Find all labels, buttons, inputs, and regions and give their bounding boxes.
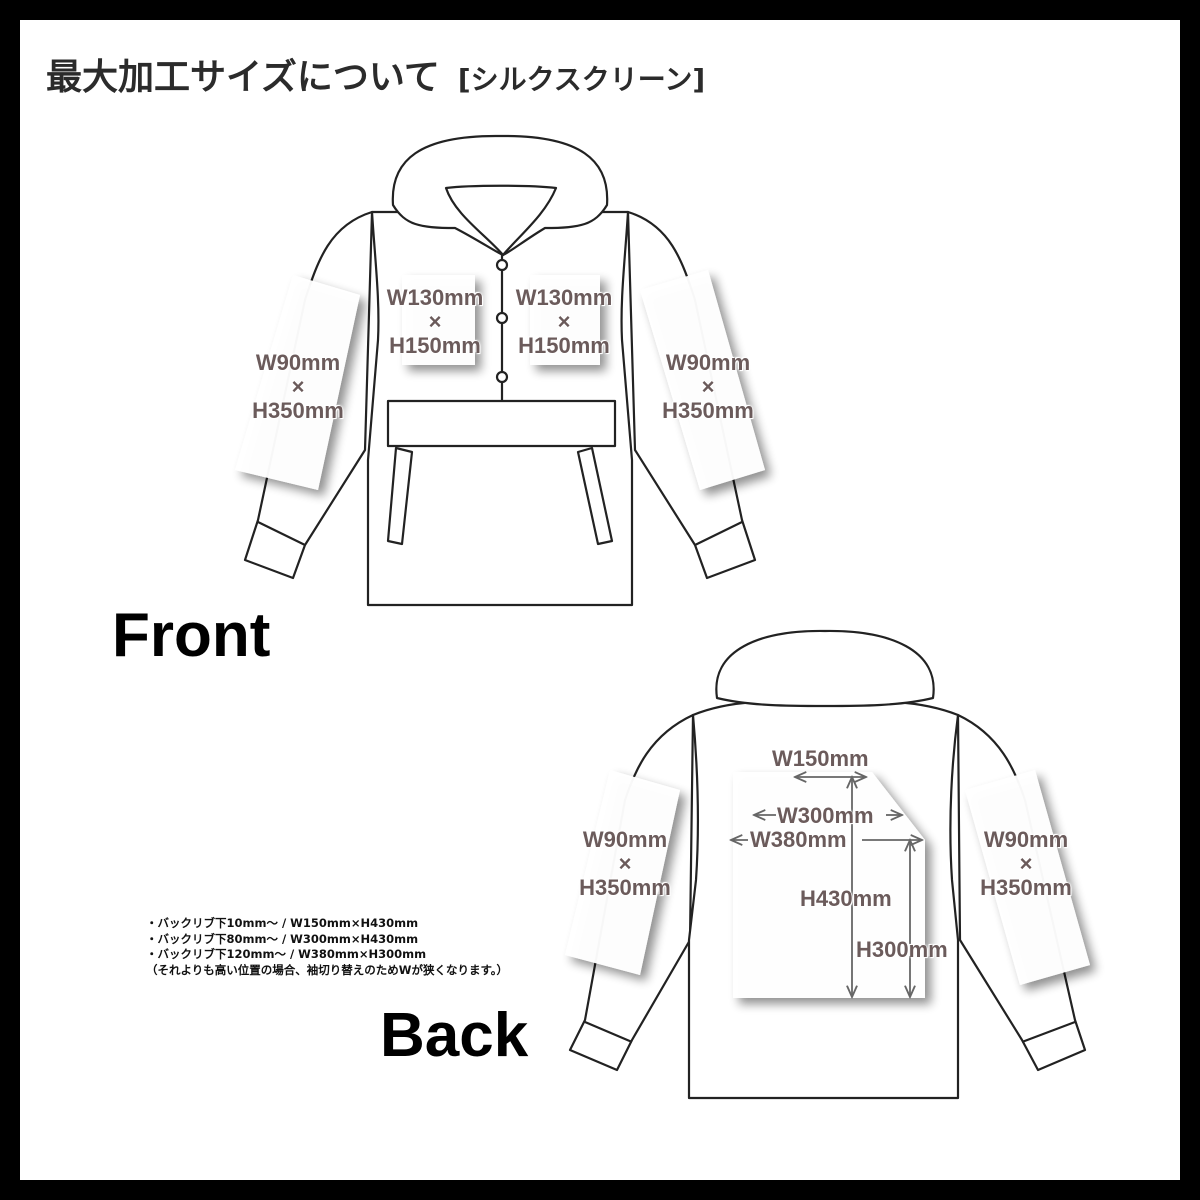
size-width: W90mm: [255, 350, 341, 375]
page-title: 最大加工サイズについて [シルクスクリーン]: [46, 48, 705, 100]
size-height: H350mm: [980, 875, 1072, 900]
print-position-notes: ・バックリブ下10mm～ / W150mm×H430mm ・バックリブ下80mm…: [146, 916, 508, 978]
size-height: H350mm: [579, 875, 671, 900]
size-height: H350mm: [252, 398, 344, 423]
back-print-areas: [565, 770, 1090, 998]
title-main: 最大加工サイズについて: [46, 57, 440, 98]
jacket-illustrations: [235, 134, 1090, 1100]
back-right-sleeve-label: W90mm × H350mm: [966, 828, 1086, 900]
back-w300-label: W300mm: [777, 803, 874, 828]
back-w150-label: W150mm: [772, 746, 869, 771]
note-line: ・バックリブ下10mm～ / W150mm×H430mm: [146, 916, 419, 930]
note-line: （それよりも高い位置の場合、袖切り替えのためWが狭くなります。）: [146, 962, 509, 977]
size-times: ×: [701, 374, 715, 399]
back-left-sleeve-label: W90mm × H350mm: [565, 828, 685, 900]
front-right-sleeve-label: W90mm × H350mm: [648, 351, 768, 423]
size-times: ×: [618, 851, 632, 876]
size-times: ×: [557, 309, 571, 334]
back-view-label: Back: [380, 1001, 529, 1070]
size-width: W90mm: [983, 827, 1069, 852]
size-height: H150mm: [389, 333, 481, 358]
front-view-label: Front: [112, 601, 271, 670]
size-width: W90mm: [665, 350, 751, 375]
back-dimension-arrows: [731, 777, 922, 997]
diagram-canvas: 最大加工サイズについて [シルクスクリーン]: [20, 20, 1180, 1180]
note-line: ・バックリブ下80mm～ / W300mm×H430mm: [146, 931, 419, 946]
size-width: W130mm: [515, 285, 613, 310]
front-print-areas: [235, 270, 765, 490]
size-width: W90mm: [582, 827, 668, 852]
back-w380-label: W380mm: [750, 827, 847, 852]
size-height: H150mm: [518, 333, 610, 358]
front-right-chest-label: W130mm × H150mm: [502, 286, 626, 358]
size-times: ×: [291, 374, 305, 399]
size-times: ×: [428, 309, 442, 334]
back-h430-label: H430mm: [800, 886, 892, 911]
front-left-sleeve-label: W90mm × H350mm: [238, 351, 358, 423]
title-method: [シルクスクリーン]: [457, 63, 706, 96]
size-height: H350mm: [662, 398, 754, 423]
note-line: ・バックリブ下120mm～ / W380mm×H300mm: [146, 947, 427, 961]
back-h300-label: H300mm: [856, 937, 948, 962]
front-left-chest-label: W130mm × H150mm: [373, 286, 497, 358]
size-times: ×: [1019, 851, 1033, 876]
size-width: W130mm: [386, 285, 484, 310]
